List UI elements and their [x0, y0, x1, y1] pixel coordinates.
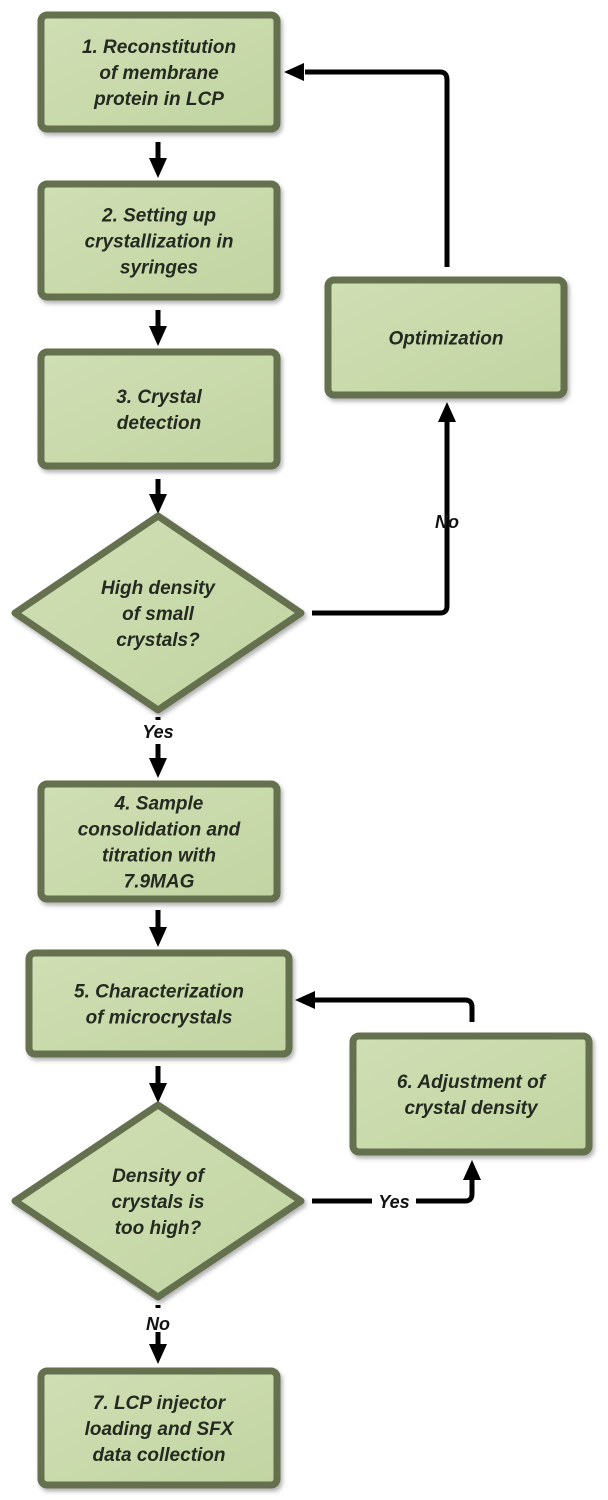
- edges-layer: [149, 63, 481, 1364]
- process-node-n3: 3. Crystal detection: [37, 348, 281, 470]
- process-box: [25, 949, 293, 1058]
- edge-n6-to-n5: [295, 991, 475, 1022]
- node-label-line: 3. Crystal: [116, 387, 202, 408]
- node-label-line: of microcrystals: [86, 1008, 233, 1029]
- arrowhead-icon: [149, 158, 167, 178]
- arrowhead-icon: [149, 927, 167, 947]
- node-label-line: crystals?: [116, 630, 200, 651]
- process-box: [37, 180, 281, 301]
- connector-line: [315, 997, 475, 1022]
- node-label-line: data collection: [92, 1445, 225, 1466]
- connector-line: [312, 1180, 475, 1204]
- node-label-line: 7. LCP injector: [93, 1393, 227, 1414]
- node-label-line: 7.9MAG: [124, 872, 195, 893]
- arrowhead-icon: [463, 1160, 481, 1180]
- decision-diamond: [11, 512, 305, 714]
- node-label-line: too high?: [115, 1218, 202, 1239]
- process-box: [349, 1032, 593, 1156]
- edge-d1-to-opt: [312, 402, 456, 616]
- edge-n5-to-d2: [149, 1066, 167, 1103]
- connector-line: [312, 420, 450, 616]
- process-node-n5: 5. Characterization of microcrystals: [25, 949, 293, 1058]
- edge-opt-to-n1: [284, 63, 450, 267]
- decision-diamond: [11, 1101, 305, 1301]
- node-label-line: 6. Adjustment of: [397, 1072, 547, 1093]
- arrowhead-icon: [149, 1083, 167, 1103]
- edge-n2-to-n3: [149, 310, 167, 346]
- process-node-n1: 1. Reconstitution of membrane protein in L…: [37, 11, 281, 133]
- process-box: [324, 276, 568, 399]
- edge-label-no: No: [146, 1314, 170, 1334]
- process-box: [37, 348, 281, 470]
- process-node-opt: Optimization: [324, 276, 568, 399]
- edge-label-no: No: [435, 512, 459, 532]
- process-node-n6: 6. Adjustment of crystal density: [349, 1032, 593, 1156]
- node-label-line: titration with: [102, 846, 216, 867]
- process-box: [37, 780, 281, 903]
- process-node-n7: 7. LCP injector loading and SFX data colle…: [37, 1367, 281, 1489]
- node-label-line: crystallization in: [85, 232, 234, 253]
- node-label-line: crystal density: [404, 1098, 538, 1119]
- edge-n4-to-n5: [149, 910, 167, 947]
- node-label-line: consolidation and: [78, 820, 241, 841]
- node-label-line: 5. Characterization: [74, 982, 244, 1003]
- decision-node-d2: Density of crystals is too high?: [11, 1101, 305, 1301]
- node-label-line: syringes: [120, 258, 198, 279]
- node-label-line: Density of: [112, 1166, 206, 1187]
- edge-d1-to-n4: [149, 717, 167, 778]
- arrowhead-icon: [149, 758, 167, 778]
- process-box: [37, 11, 281, 133]
- nodes-layer: 1. Reconstitution of membrane protein in L…: [11, 11, 593, 1489]
- connector-line: [305, 69, 450, 267]
- node-label-line: of small: [122, 604, 195, 625]
- process-node-n4: 4. Sample consolidation and titration with…: [37, 780, 281, 903]
- arrowhead-icon: [284, 63, 304, 81]
- edge-n3-to-d1: [149, 479, 167, 514]
- node-label-line: 1. Reconstitution: [82, 37, 236, 58]
- edge-n1-to-n2: [149, 142, 167, 178]
- node-label-line: 2. Setting up: [101, 206, 216, 227]
- node-label-line: 4. Sample: [114, 794, 204, 815]
- node-label-line: detection: [117, 413, 201, 434]
- node-label-line: crystals is: [112, 1192, 205, 1213]
- edge-d2-to-n6: [312, 1160, 481, 1204]
- process-node-n2: 2. Setting up crystallization in syringes: [37, 180, 281, 301]
- decision-node-d1: High density of small crystals?: [11, 512, 305, 714]
- process-box: [37, 1367, 281, 1489]
- edge-label-yes: Yes: [142, 722, 173, 742]
- edge-d2-to-n7: [149, 1305, 167, 1364]
- node-label-line: of membrane: [99, 63, 219, 84]
- arrowhead-icon: [438, 402, 456, 422]
- node-label-line: protein in LCP: [93, 89, 224, 110]
- node-label-line: Optimization: [388, 329, 503, 350]
- node-label-line: loading and SFX: [85, 1419, 235, 1440]
- edge-label-yes: Yes: [378, 1192, 409, 1212]
- arrowhead-icon: [149, 1344, 167, 1364]
- node-label-line: High density: [101, 578, 216, 599]
- arrowhead-icon: [295, 991, 315, 1009]
- arrowhead-icon: [149, 494, 167, 514]
- arrowhead-icon: [149, 326, 167, 346]
